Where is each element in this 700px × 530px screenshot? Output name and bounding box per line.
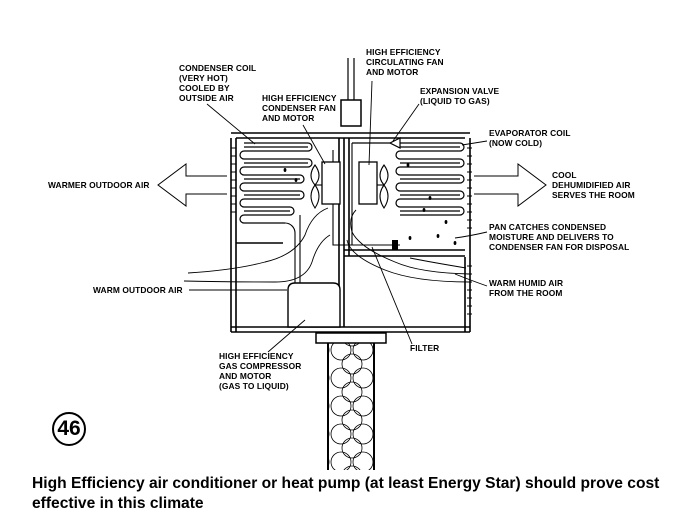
condenser-fan [310, 161, 341, 209]
label-filter: FILTER [410, 343, 439, 353]
air-conditioner-diagram: CONDENSER COIL (VERY HOT) COOLED BY OUTS… [48, 47, 635, 470]
cool-air-arrow [474, 163, 547, 207]
figure-number-badge: 46 [52, 412, 86, 446]
label-warm-humid-air: WARM HUMID AIR FROM THE ROOM [489, 278, 566, 298]
evaporator-coil [395, 142, 465, 216]
warmer-outdoor-air-arrow [157, 163, 227, 207]
label-condenser-coil: CONDENSER COIL (VERY HOT) COOLED BY OUTS… [179, 63, 259, 103]
expansion-valve [352, 137, 401, 149]
label-cool-air: COOL DEHUMIDIFIED AIR SERVES THE ROOM [552, 170, 635, 200]
label-circulating-fan: HIGH EFFICIENCY CIRCULATING FAN AND MOTO… [366, 47, 446, 77]
label-pan: PAN CATCHES CONDENSED MOISTURE AND DELIV… [489, 222, 629, 252]
wall-section [315, 332, 387, 470]
condenser-coil [239, 142, 313, 224]
compressor [287, 282, 341, 328]
filter [392, 240, 398, 250]
label-condenser-fan: HIGH EFFICIENCY CONDENSER FAN AND MOTOR [262, 93, 339, 123]
label-expansion-valve: EXPANSION VALVE (LIQUID TO GAS) [420, 86, 502, 106]
circulating-fan [358, 161, 389, 209]
outdoor-grille [231, 147, 236, 213]
indoor-grille [467, 147, 472, 315]
refrigerant-lines [284, 143, 400, 290]
label-evaporator-coil: EVAPORATOR COIL (NOW COLD) [489, 128, 573, 148]
label-compressor: HIGH EFFICIENCY GAS COMPRESSOR AND MOTOR… [219, 351, 304, 391]
label-warmer-outdoor-air: WARMER OUTDOOR AIR [48, 180, 150, 190]
figure-caption: High Efficiency air conditioner or heat … [32, 475, 660, 512]
leader-lines [189, 80, 488, 353]
label-warm-outdoor-air: WARM OUTDOOR AIR [93, 285, 183, 295]
airflow-lines [183, 207, 471, 283]
condensate-drops [283, 163, 457, 245]
wall-stud-top [340, 58, 362, 127]
